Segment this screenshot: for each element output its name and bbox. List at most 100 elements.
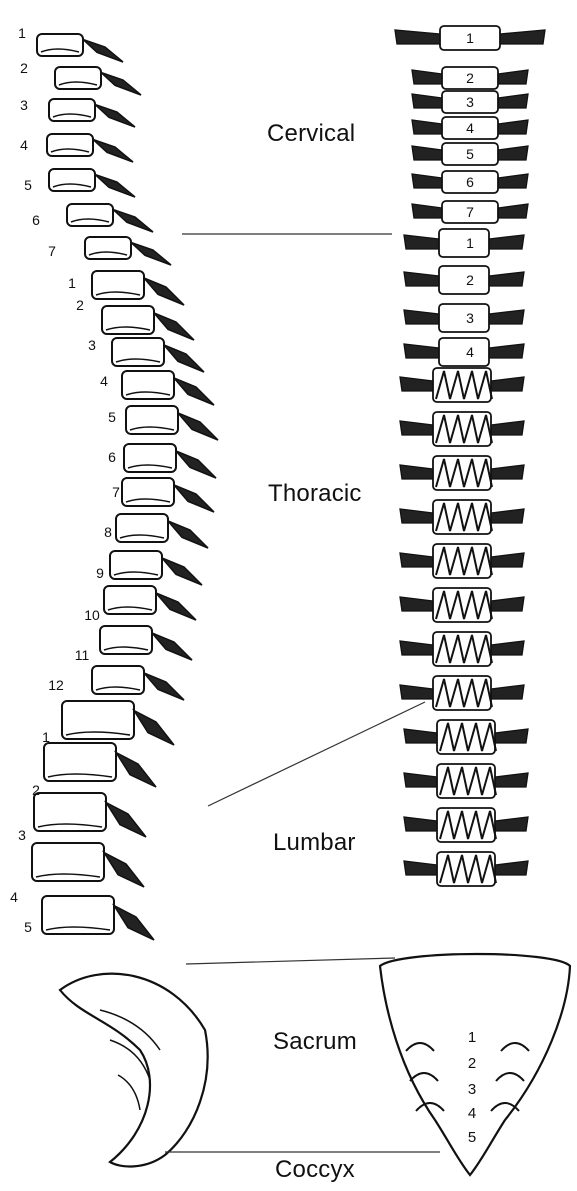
lateral-thoracic-number-5: 5 [108,409,116,425]
posterior-lower-vertebra-2-left-process [400,421,433,435]
lateral-thoracic-vertebra-2-process [154,313,194,340]
lateral-lumbar-vertebra-1 [62,701,174,745]
posterior-thoracic-vertebra-1-right-process [489,235,524,249]
posterior-thoracic-vertebra-1-body [439,229,489,257]
lateral-lumbar-vertebra-5 [42,896,154,940]
lateral-cervical-number-2: 2 [20,60,28,76]
posterior-thoracic-number-2: 2 [466,272,474,288]
lateral-thoracic-vertebra-3 [112,338,204,372]
posterior-thoracic-number-1: 1 [466,235,474,251]
divider-thoracic-lumbar [208,702,425,806]
lateral-thoracic-vertebra-7-process [174,485,214,512]
lateral-cervical-vertebra-3-process [95,105,135,128]
posterior-lower-vertebra-4 [400,500,524,534]
posterior-sacral-number-4: 4 [468,1105,476,1122]
lateral-sacrum [60,974,208,1167]
posterior-spine-view: 1234567123412345 [380,26,570,1175]
lateral-cervical-vertebra-2 [55,67,141,95]
lateral-thoracic-number-10: 10 [84,607,100,623]
posterior-cervical-vertebra-6-left-process [412,174,442,188]
lateral-cervical-vertebra-1 [37,34,123,62]
label-cervical: Cervical [267,120,355,148]
posterior-cervical-vertebra-1-left-process [395,30,440,44]
posterior-lower-vertebra-11-right-process [495,817,528,831]
posterior-thoracic-vertebra-4-left-process [404,344,439,358]
posterior-lower-vertebra-3-left-process [400,465,433,479]
posterior-cervical-vertebra-4-left-process [412,120,442,134]
lateral-lumbar-number-1: 1 [42,729,50,745]
lateral-thoracic-vertebra-7 [122,478,214,512]
posterior-cervical-vertebra-5-right-process [498,146,528,160]
posterior-thoracic-vertebra-3-body [439,304,489,332]
lateral-thoracic-number-9: 9 [96,565,104,581]
label-sacrum: Sacrum [273,1028,357,1056]
lateral-thoracic-vertebra-8-process [168,521,208,548]
posterior-lower-vertebra-5-left-process [400,553,433,567]
lateral-cervical-number-4: 4 [20,137,28,153]
lateral-cervical-vertebra-7 [85,237,171,265]
label-thoracic: Thoracic [268,480,362,508]
posterior-cervical-vertebra-5-left-process [412,146,442,160]
posterior-cervical-vertebra-3-right-process [498,94,528,108]
lateral-lumbar-number-4: 4 [10,889,18,905]
lateral-cervical-vertebra-6 [67,204,153,232]
posterior-cervical-vertebra-1-right-process [500,30,545,44]
posterior-thoracic-vertebra-1-left-process [404,235,439,249]
posterior-cervical-number-1: 1 [466,30,474,46]
lateral-lumbar-vertebra-3-process [106,803,146,838]
lateral-thoracic-number-7: 7 [112,484,120,500]
lateral-cervical-vertebra-4-body [47,134,93,156]
posterior-lower-vertebra-7-right-process [491,641,524,655]
lateral-thoracic-vertebra-4-process [174,378,214,405]
label-lumbar: Lumbar [273,829,356,857]
lateral-cervical-number-3: 3 [20,97,28,113]
lateral-lumbar-vertebra-2-process [116,753,156,788]
posterior-thoracic-vertebra-3-right-process [489,310,524,324]
posterior-lower-vertebra-12 [404,852,528,886]
posterior-lower-vertebra-12-right-process [495,861,528,875]
posterior-thoracic-vertebra-3 [404,304,524,332]
posterior-thoracic-vertebra-2-body [439,266,489,294]
lateral-cervical-vertebra-5-body [49,169,95,191]
lateral-thoracic-vertebra-11-process [152,633,192,660]
lateral-cervical-vertebra-7-body [85,237,131,259]
lateral-spine-view: 123456712345678910111212345 [10,25,218,1166]
posterior-lower-vertebra-3-right-process [491,465,524,479]
posterior-lower-vertebra-8-right-process [491,685,524,699]
posterior-thoracic-vertebra-2 [404,266,524,294]
lateral-thoracic-number-12: 12 [48,677,64,693]
posterior-lower-vertebra-6-left-process [400,597,433,611]
posterior-lower-vertebra-3 [400,456,524,490]
posterior-cervical-vertebra-2-left-process [412,70,442,84]
lateral-cervical-number-7: 7 [48,243,56,259]
posterior-thoracic-vertebra-4-body [439,338,489,366]
posterior-thoracic-vertebra-1 [404,229,524,257]
posterior-cervical-vertebra-7-right-process [498,204,528,218]
lateral-lumbar-vertebra-2 [44,743,156,787]
posterior-lower-vertebra-9-right-process [495,729,528,743]
lateral-lumbar-vertebra-5-process [114,906,154,941]
lateral-lumbar-vertebra-3 [34,793,146,837]
lateral-lumbar-number-2: 2 [32,782,40,798]
posterior-lower-vertebra-1-right-process [491,377,524,391]
lateral-cervical-vertebra-6-body [67,204,113,226]
posterior-cervical-number-7: 7 [466,204,474,220]
posterior-lower-vertebra-11 [404,808,528,842]
lateral-thoracic-vertebra-3-process [164,345,204,372]
lateral-thoracic-number-8: 8 [104,524,112,540]
lateral-cervical-vertebra-7-process [131,243,171,266]
posterior-cervical-number-2: 2 [466,70,474,86]
lateral-cervical-vertebra-2-body [55,67,101,89]
lateral-lumbar-vertebra-1-process [134,711,174,746]
lateral-thoracic-vertebra-5 [126,406,218,440]
posterior-lower-vertebra-4-left-process [400,509,433,523]
posterior-lower-vertebra-7-left-process [400,641,433,655]
posterior-lower-vertebra-11-left-process [404,817,437,831]
lateral-cervical-vertebra-5 [49,169,135,197]
lateral-cervical-vertebra-1-process [83,40,123,63]
lateral-thoracic-number-6: 6 [108,449,116,465]
posterior-lower-vertebra-12-left-process [404,861,437,875]
posterior-lower-vertebra-9 [404,720,528,754]
posterior-lower-vertebra-2-right-process [491,421,524,435]
